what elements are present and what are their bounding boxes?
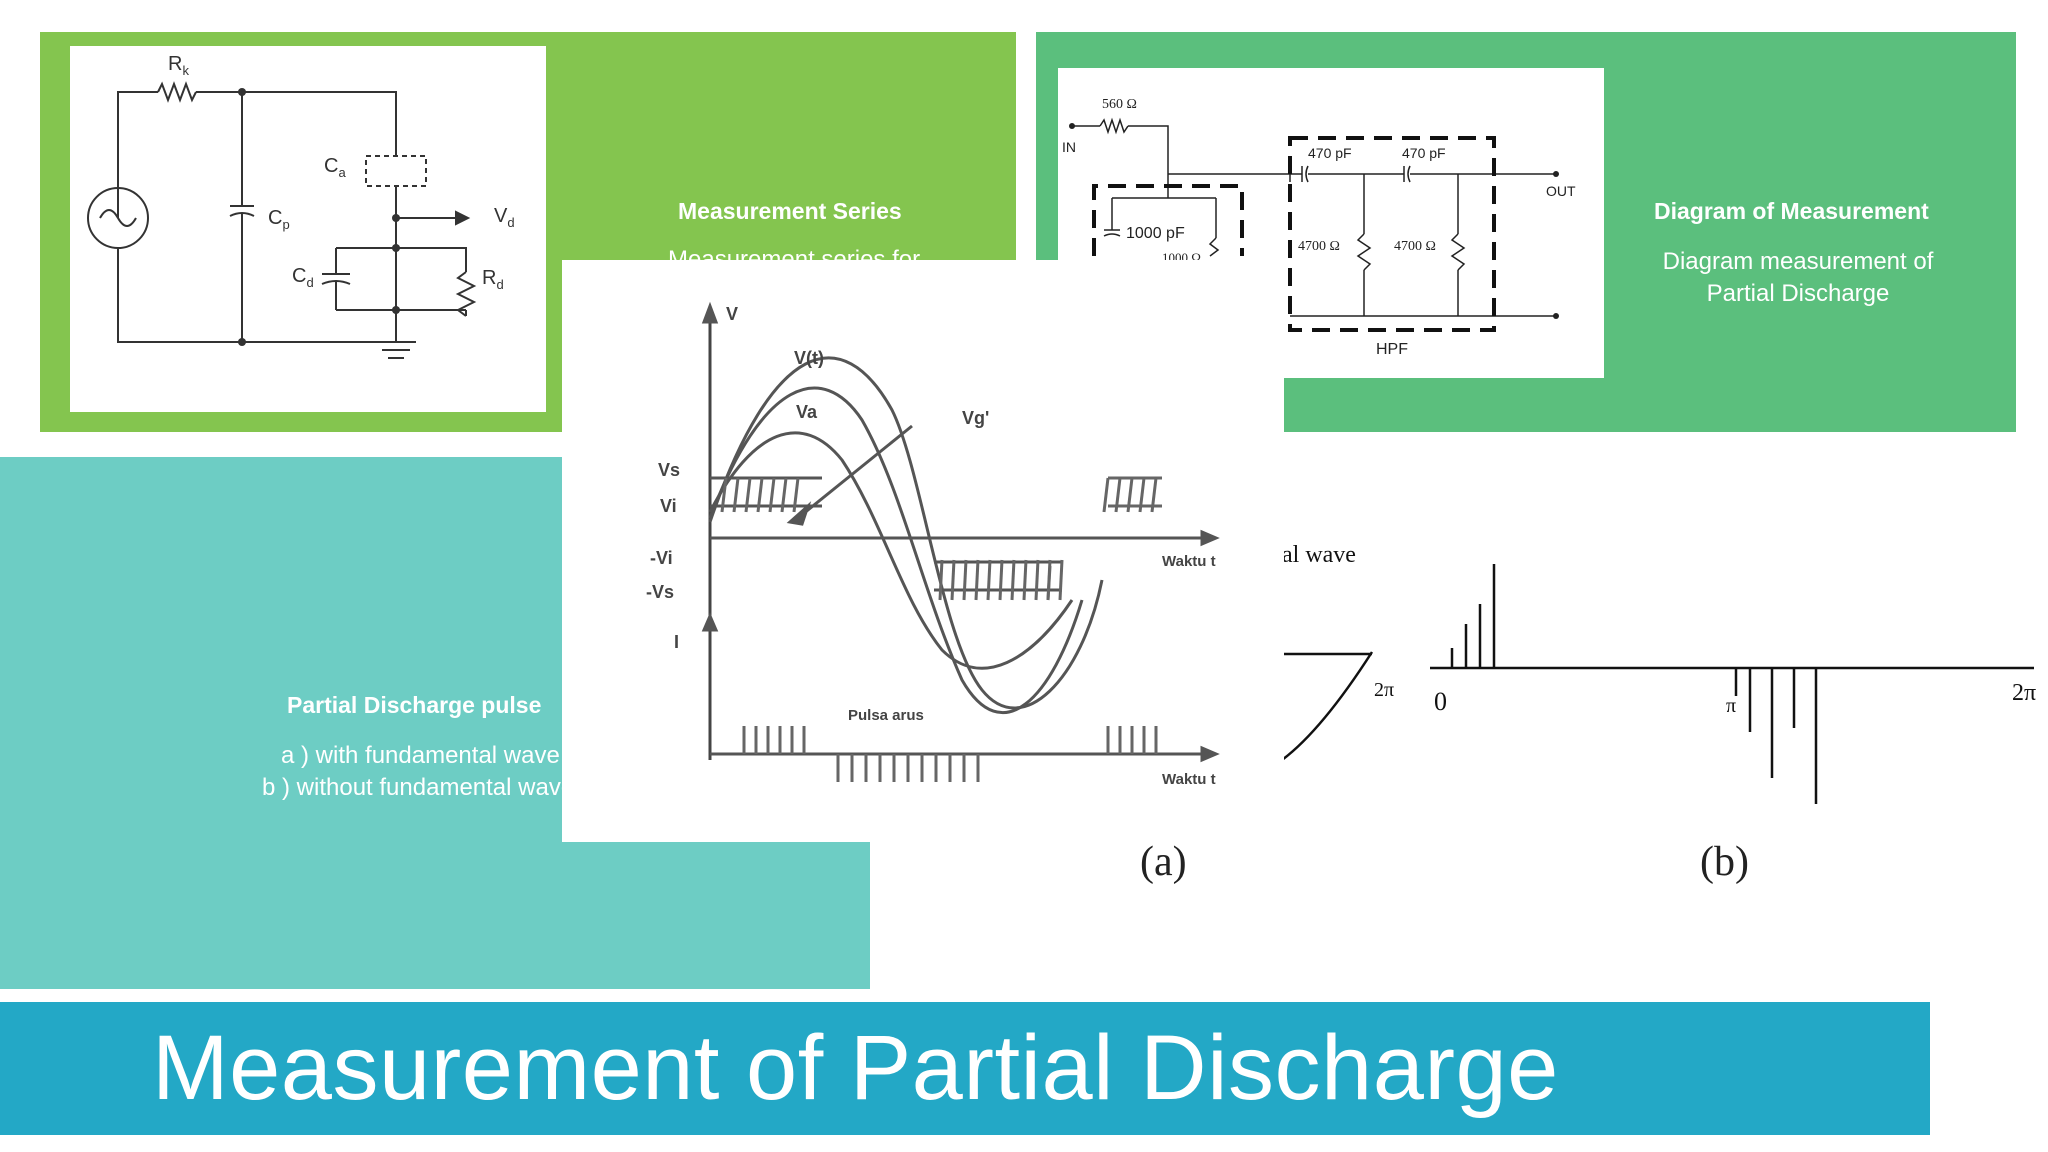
title-banner [0, 1002, 1930, 1135]
fragment-label: al wave [1282, 542, 1356, 568]
vi-label: Vi [660, 496, 677, 516]
cd-label: Cd [292, 265, 314, 290]
ca-label: Ca [324, 155, 346, 180]
rk-label: Rk [168, 53, 189, 78]
time1-label: Waktu t [1162, 553, 1216, 570]
pulse-desc: a ) with fundamental wave b ) without fu… [262, 740, 602, 804]
circuit1-svg: Rk Ca Cp Vd Cd Rd [87, 53, 515, 359]
diagram-desc-line2: Partial Discharge [1706, 280, 1890, 307]
waveform-svg: V V(t) Va Vg' Vs Vi -Vi -Vs Waktu t I Pu… [646, 301, 1220, 788]
vd-label: Vd [494, 205, 515, 230]
pulse-figure-b: al wave 2π 0 π 2π [1281, 460, 2048, 910]
r1-label: 4700 Ω [1298, 239, 1340, 254]
r-in-label: 560 Ω [1102, 97, 1137, 112]
r2-label: 4700 Ω [1394, 239, 1436, 254]
out-label: OUT [1546, 183, 1576, 199]
diagram-title: Diagram of Measurement [1654, 198, 1929, 224]
diagram-desc-line1: Diagram measurement of [1662, 248, 1934, 275]
pulse-current-label: Pulsa arus [848, 707, 924, 724]
figure-a-label: (a) [1140, 839, 1187, 885]
c1-label: 470 pF [1308, 145, 1352, 161]
zero-label: 0 [1434, 687, 1447, 716]
i-axis-label: I [674, 632, 679, 652]
two-pi-right-label: 2π [2012, 680, 2036, 706]
vs-label: Vs [658, 460, 680, 480]
c2-label: 470 pF [1402, 145, 1446, 161]
neg-vs-label: -Vs [646, 582, 674, 602]
pi-label: π [1726, 695, 1736, 717]
neg-vi-label: -Vi [650, 548, 673, 568]
measurement-series-circuit: Rk Ca Cp Vd Cd Rd [70, 46, 546, 412]
rd-label: Rd [482, 267, 504, 292]
time2-label: Waktu t [1162, 771, 1216, 788]
figure-b-svg: al wave 2π 0 π 2π [1281, 542, 2036, 804]
figure-b-label: (b) [1700, 839, 1749, 885]
pulse-desc-line2: b ) without fundamental wave [262, 774, 575, 801]
waveform-figure-a: V V(t) Va Vg' Vs Vi -Vi -Vs Waktu t I Pu… [562, 260, 1284, 842]
vg-label: Vg' [962, 408, 989, 428]
circuit2-svg: 560 Ω IN OUT 470 pF 470 pF 4700 Ω 4700 Ω… [1062, 97, 1576, 358]
vt-label: V(t) [794, 348, 824, 368]
two-pi-left-label: 2π [1374, 679, 1394, 701]
cp-label: Cp [268, 207, 290, 232]
series-title: Measurement Series [678, 198, 902, 224]
v-axis-label: V [726, 304, 738, 324]
va-label: Va [796, 402, 818, 422]
diagram-desc: Diagram measurement of Partial Discharge [1648, 246, 1948, 310]
c-shunt-label: 1000 pF [1126, 225, 1185, 242]
in-label: IN [1062, 139, 1076, 155]
hpf-label: HPF [1376, 341, 1408, 358]
slide-title: Measurement of Partial Discharge [152, 1017, 1559, 1119]
pulse-desc-line1: a ) with fundamental wave [281, 742, 560, 769]
pulse-title: Partial Discharge pulse [287, 692, 542, 718]
